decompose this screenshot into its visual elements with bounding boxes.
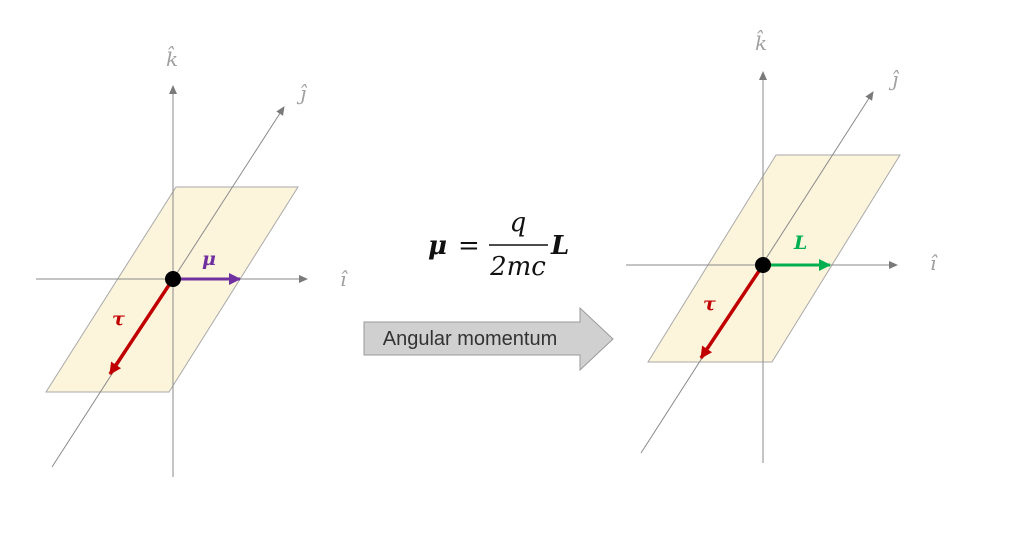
equation-denominator: 2mc — [489, 252, 546, 282]
i-label: î — [340, 267, 348, 291]
equation: μ = q 2mc L — [428, 208, 569, 282]
equation-rhs: L — [550, 231, 569, 261]
origin-point — [755, 257, 771, 273]
k-label: k̂ — [755, 29, 767, 55]
tau-label: τ — [703, 293, 716, 315]
equation-numerator: q — [510, 208, 527, 238]
j-label: ĵ — [888, 67, 900, 91]
equation-lhs: μ — [428, 231, 447, 261]
tau-vector — [699, 264, 765, 359]
left-diagram: k̂ ĵ î μ τ — [36, 45, 348, 477]
i-label: î — [930, 251, 938, 275]
j-label: ĵ — [296, 81, 308, 105]
block-arrow-shape — [363, 306, 614, 372]
k-label: k̂ — [166, 45, 178, 71]
plane — [45, 186, 299, 393]
right-diagram: k̂ ĵ î L τ — [626, 29, 938, 463]
tau-vector — [108, 278, 175, 375]
mu-label: μ — [202, 248, 216, 270]
equation-equals: = — [458, 231, 480, 261]
plane — [647, 154, 901, 363]
origin-point — [165, 271, 181, 287]
arrow-label: Angular momentum — [383, 328, 558, 350]
angular-momentum-arrow: Angular momentum — [363, 306, 614, 372]
L-label: L — [793, 232, 807, 254]
tau-label: τ — [112, 308, 125, 330]
